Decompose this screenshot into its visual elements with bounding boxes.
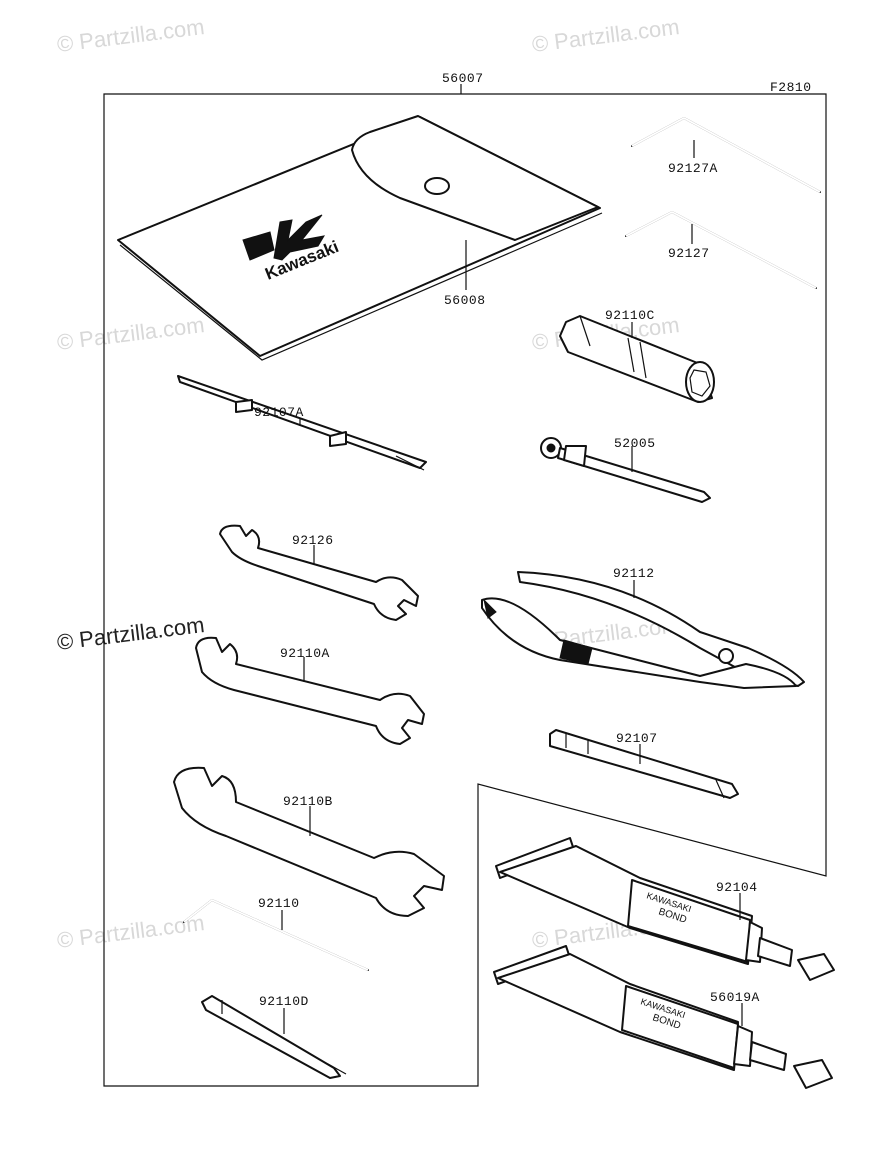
- screwdriver-bit-icon: [549, 729, 739, 799]
- watermark: © Partzilla.com: [531, 14, 681, 57]
- part-label-92107A: 92107A: [254, 405, 304, 420]
- bond-tube-icon: KAWASAKI BOND: [493, 945, 833, 1089]
- watermark: © Partzilla.com: [56, 312, 206, 355]
- watermark: © Partzilla.com: [56, 14, 206, 57]
- kawasaki-logo-icon: [242, 214, 325, 261]
- part-label-52005: 52005: [614, 436, 656, 451]
- pliers-icon: [481, 571, 805, 689]
- open-end-wrench-icon: [173, 766, 445, 917]
- figure-code: F2810: [770, 80, 812, 95]
- open-end-wrench-icon: [195, 636, 425, 745]
- part-label-92107: 92107: [616, 731, 658, 746]
- hex-key-icon: [183, 898, 369, 971]
- open-end-wrench-icon: [219, 524, 419, 621]
- part-label-56007: 56007: [442, 71, 484, 86]
- hex-key-icon: [631, 116, 821, 193]
- watermark: © Partzilla.com: [56, 910, 206, 953]
- tool-pouch: Kawasaki: [117, 115, 603, 361]
- part-label-92110B: 92110B: [283, 794, 333, 809]
- watermark-prominent: © Partzilla.com: [56, 612, 206, 655]
- part-label-92110: 92110: [258, 896, 300, 911]
- part-label-92112: 92112: [613, 566, 655, 581]
- part-label-92104: 92104: [716, 880, 758, 895]
- bond-tube-icon: KAWASAKI BOND: [495, 837, 835, 981]
- kit-frame: [103, 84, 827, 1087]
- spark-plug-wrench-icon: [559, 315, 715, 403]
- part-label-92127A: 92127A: [668, 161, 718, 176]
- screwdriver-icon: [177, 375, 427, 471]
- hex-key-icon: [625, 210, 817, 289]
- part-label-56008: 56008: [444, 293, 486, 308]
- part-label-92110D: 92110D: [259, 994, 309, 1009]
- part-label-92110C: 92110C: [605, 308, 655, 323]
- part-label-92126: 92126: [292, 533, 334, 548]
- part-label-56019A: 56019A: [710, 990, 760, 1005]
- part-label-92110A: 92110A: [280, 646, 330, 661]
- spoke-tool-icon: [201, 995, 347, 1079]
- spoke-wrench-icon: [540, 437, 711, 503]
- part-label-92127: 92127: [668, 246, 710, 261]
